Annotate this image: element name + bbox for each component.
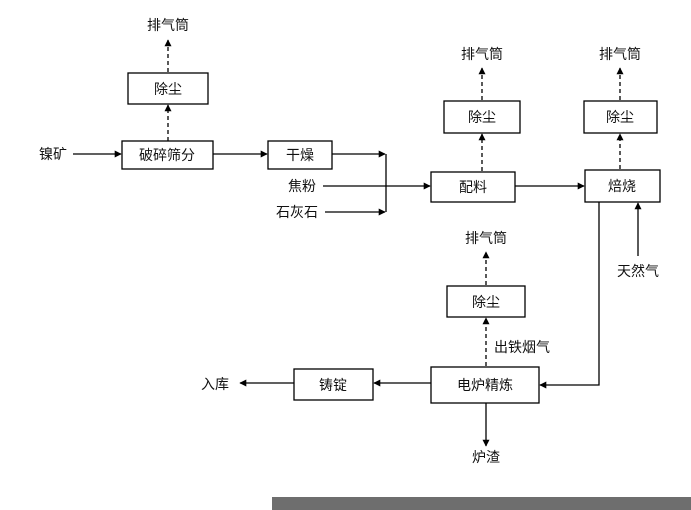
electric-furnace-box [430,366,540,404]
storage-label: 入库 [201,377,229,393]
crush-screen-box [121,140,214,170]
batching-label: 配料 [459,180,487,196]
dust-removal-label-1: 除尘 [154,82,182,98]
dust-removal-box-2 [443,100,521,134]
tapping-fume-label: 出铁烟气 [494,340,550,356]
dust-removal-label-3: 除尘 [606,110,634,126]
drying-label: 干燥 [286,148,314,164]
dust-removal-box-4 [446,285,526,318]
dust-removal-box-1 [127,72,209,105]
electric-furnace-label: 电炉精炼 [457,378,513,394]
drying-box [267,140,333,170]
roasting-box [584,169,661,203]
nickel-ore-label: 镍矿 [39,147,67,163]
dust-removal-label-2: 除尘 [468,110,496,126]
dust-removal-label-4: 除尘 [472,295,500,311]
roasting-label: 焙烧 [608,179,636,195]
crush-screen-label: 破碎筛分 [139,148,195,164]
roast-to-furnace-line [539,202,600,389]
batching-box [430,171,516,203]
stack-label-1: 排气筒 [147,17,189,34]
natural-gas-label: 天然气 [617,263,659,280]
coke-powder-label: 焦粉 [288,179,316,195]
casting-box [293,368,374,401]
casting-label: 铸锭 [319,378,347,394]
dust-removal-box-3 [583,100,658,134]
limestone-label: 石灰石 [276,205,318,221]
stack-label-4: 排气筒 [465,230,507,247]
bottom-bar [272,497,691,510]
slag-label: 炉渣 [472,450,500,466]
stack-label-3: 排气筒 [599,46,641,63]
stack-label-2: 排气筒 [461,46,503,63]
